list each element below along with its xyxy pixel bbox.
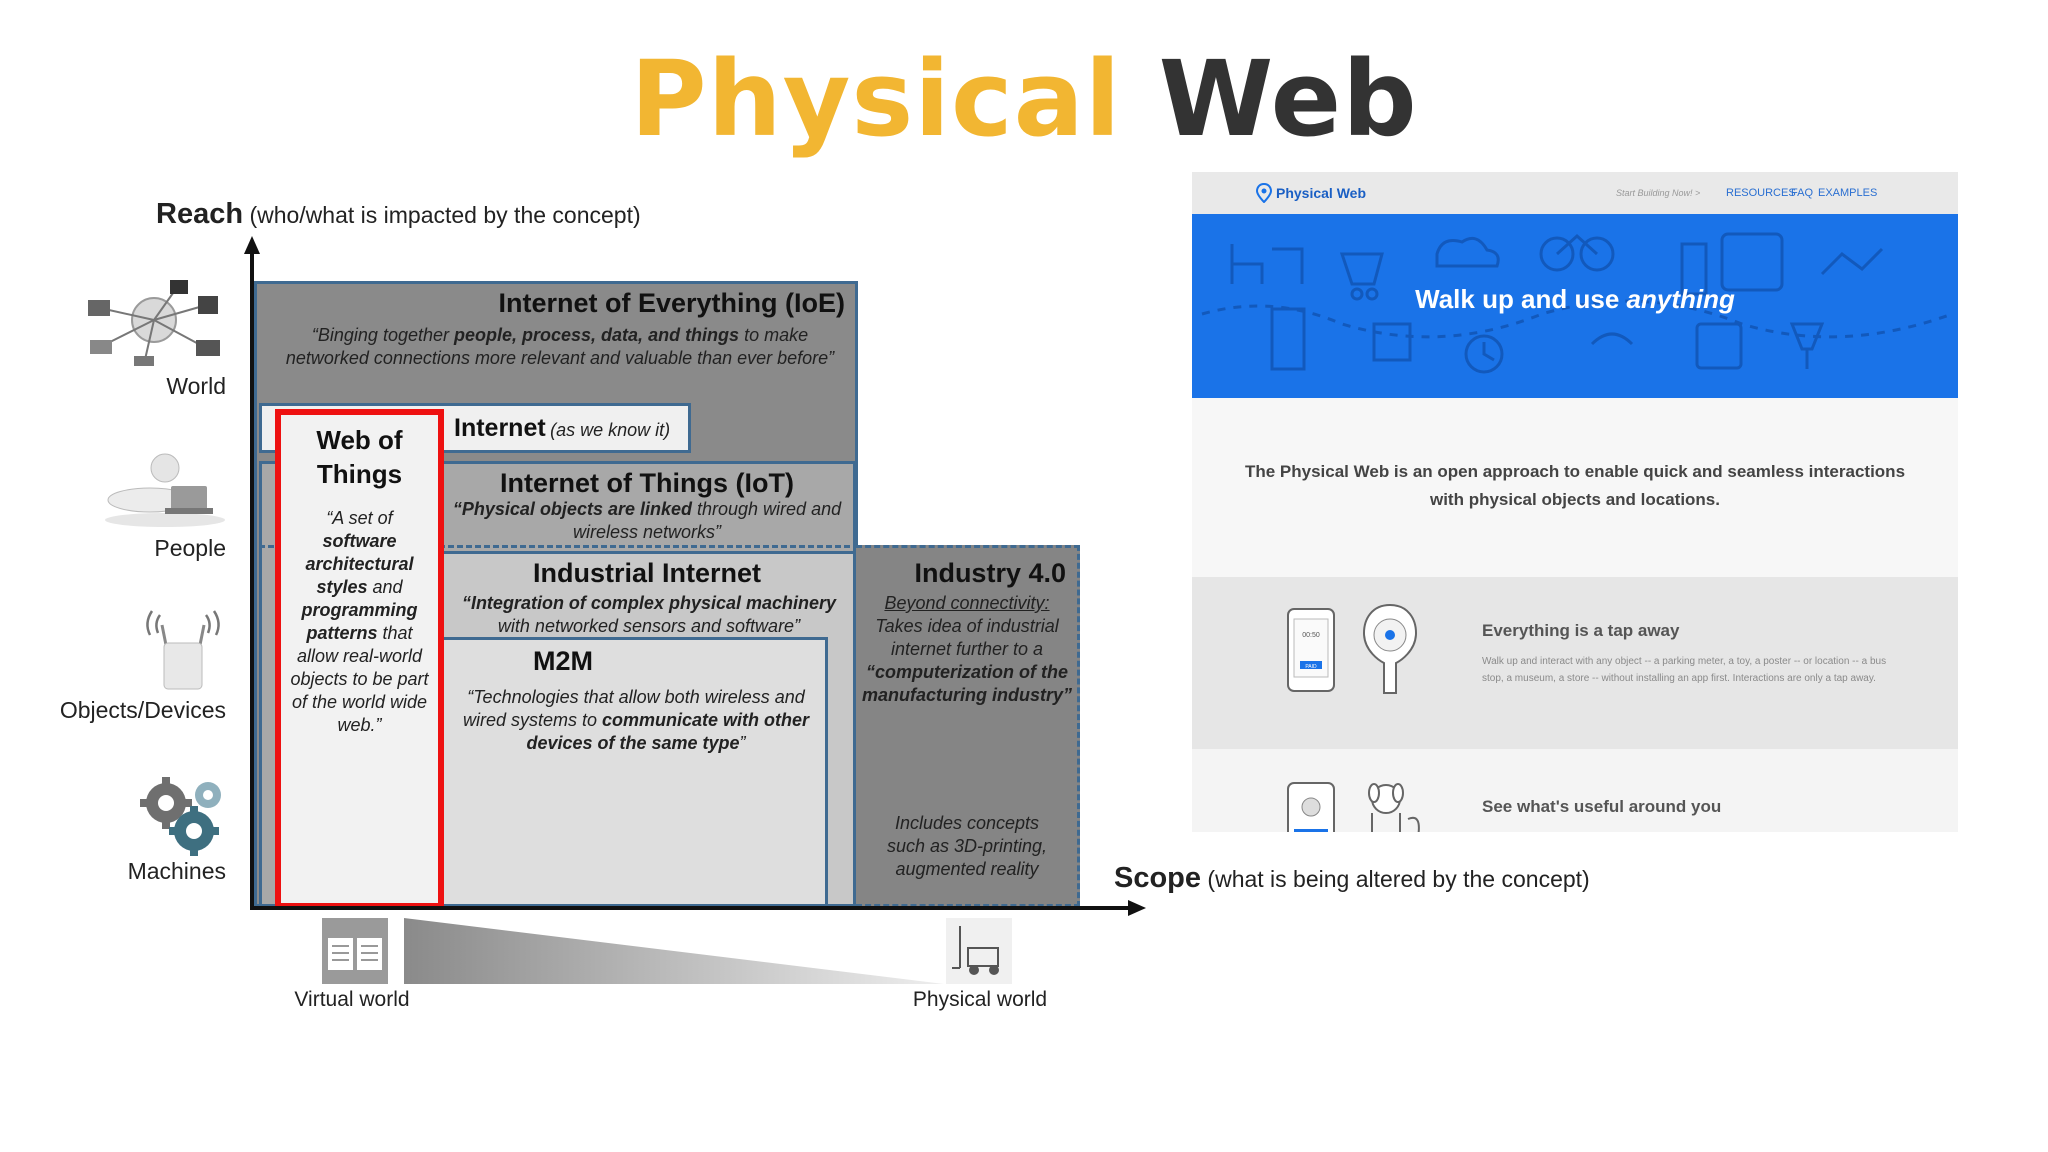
physical-world-label: Physical world [912,988,1048,1011]
level-objects-devices: Objects/Devices [59,697,226,723]
nav-examples[interactable]: EXAMPLES [1818,187,1878,199]
world-network-icon [88,280,220,366]
site-logo[interactable]: Physical Web [1276,185,1367,201]
industrial-internet-description: “Integration of complex physical machine… [451,592,847,638]
industry40-box: Industry 4.0 Beyond connectivity: Takes … [856,545,1080,907]
web-of-things-title: Web of Things [316,425,403,489]
iot-desc-bold: “Physical objects are linked [452,499,692,519]
feature-tap-away-section: 00:50 PAID Everything is a tap away Walk… [1192,577,1958,749]
m2m-description: “Technologies that allow both wireless a… [461,686,811,755]
wot-desc-part-2: and [367,577,403,597]
industry40-dashed-edge [259,545,859,548]
nav-faq[interactable]: FAQ [1791,187,1814,199]
ioe-description: “Binging together people, process, data,… [275,324,845,370]
gears-icon [140,777,221,856]
industry40-desc-part-1: Takes idea of industrial internet furthe… [875,616,1059,659]
industry40-title: Industry 4.0 [914,558,1066,588]
industry40-description: Beyond connectivity: Takes idea of indus… [862,592,1072,707]
level-machines: Machines [127,858,226,884]
m2m-title: M2M [533,646,593,676]
iot-description: “Physical objects are linked through wir… [452,498,842,544]
iot-title: Internet of Things (IoT) [500,468,794,498]
ioe-desc-part-2: to make networked connections more relev… [285,325,835,368]
m2m-box: M2M “Technologies that allow both wirele… [438,637,828,907]
industry40-desc-bold: “computerization of the manufacturing in… [862,662,1073,705]
industry40-extra: Includes concepts such as 3D-printing, a… [886,813,1048,879]
feature-2-title: See what's useful around you [1482,797,1722,816]
location-pin-icon [1256,183,1272,203]
site-intro-text: The Physical Web is an open approach to … [1244,462,1906,509]
internet-label: Internet (as we know it) [454,414,670,443]
scope-label-bold: Scope [1114,862,1202,894]
title-part-physical: Physical [630,38,1122,160]
ioe-desc-bold: people, process, data, and things [454,325,740,345]
internet-subtitle: (as we know it) [550,420,671,440]
hero-headline: Walk up and use anything [1192,284,1958,315]
industrial-desc-bold: “Integration of complex physical machine… [461,593,837,613]
dog-toy-icon [1368,783,1420,832]
ioe-title: Internet of Everything (IoE) [498,288,845,318]
scope-label-desc: (what is being altered by the concept) [1207,866,1590,892]
scope-axis-label: Scope (what is being altered by the conc… [1114,862,1590,895]
web-of-things-description: “A set of software architectural styles … [287,507,432,737]
industrial-internet-title: Industrial Internet [532,558,762,588]
reach-axis-label: Reach (who/what is impacted by the conce… [156,198,641,231]
virtual-world-label: Virtual world [294,988,410,1011]
virtual-world-icon [322,918,388,984]
wot-desc-bold-1: software architectural styles [305,531,414,597]
industry40-desc-underline: Beyond connectivity: [884,593,1050,613]
physical-world-forklift-icon [946,918,1012,984]
parking-meter-icon [1362,603,1418,694]
page-title: Physical Web [0,38,2048,160]
level-people: People [154,535,226,561]
wireless-router-icon [146,610,220,690]
internet-title: Internet [454,414,546,442]
site-navbar: Physical Web Start Building Now! > RESOU… [1192,172,1958,214]
ioe-desc-part-1: “Binging together [311,325,454,345]
m2m-desc-bold: communicate with other devices of the sa… [526,710,810,753]
person-laptop-icon [105,453,225,527]
nav-resources[interactable]: RESOURCES [1726,187,1796,199]
wot-desc-part-1: “A set of [326,508,393,528]
reach-label-bold: Reach [156,198,244,230]
reach-label-desc: (who/what is impacted by the concept) [249,202,641,228]
hero-background-icons [1201,232,1953,374]
feature-1-title: Everything is a tap away [1482,621,1680,640]
virtual-to-physical-wedge [404,918,944,984]
industrial-desc-part-2: with networked sensors and software” [497,616,801,636]
level-world: World [166,373,226,399]
phone-icon-2 [1287,782,1335,832]
m2m-desc-part-1: “Technologies that allow both wireless a… [462,687,805,730]
hero-headline-part-1: Walk up and use [1415,284,1627,314]
iot-desc-part-2: through wired and wireless networks” [572,499,842,542]
physical-web-site-screenshot: Physical Web Start Building Now! > RESOU… [1192,172,1958,832]
wot-desc-bold-2: programming patterns [301,600,418,643]
site-hero: Walk up and use anything [1192,214,1958,398]
wot-desc-part-3: that allow real-world objects to be part… [290,623,429,735]
m2m-desc-part-2: ” [739,733,746,753]
phone-meter-time: 00:50 [1302,632,1320,639]
feature-useful-section: See what's useful around you [1192,749,1958,832]
diagram-axes [244,236,1146,916]
phone-icon: 00:50 PAID [1287,608,1335,692]
web-of-things-box: Web of Things “A set of software archite… [275,409,444,909]
title-part-web: Web [1158,38,1418,160]
feature-1-text: Walk up and interact with any object -- … [1482,656,1887,684]
phone-paid-label: PAID [1305,664,1317,670]
nav-start-building[interactable]: Start Building Now! > [1616,188,1701,198]
hero-headline-emphasis: anything [1626,284,1735,314]
